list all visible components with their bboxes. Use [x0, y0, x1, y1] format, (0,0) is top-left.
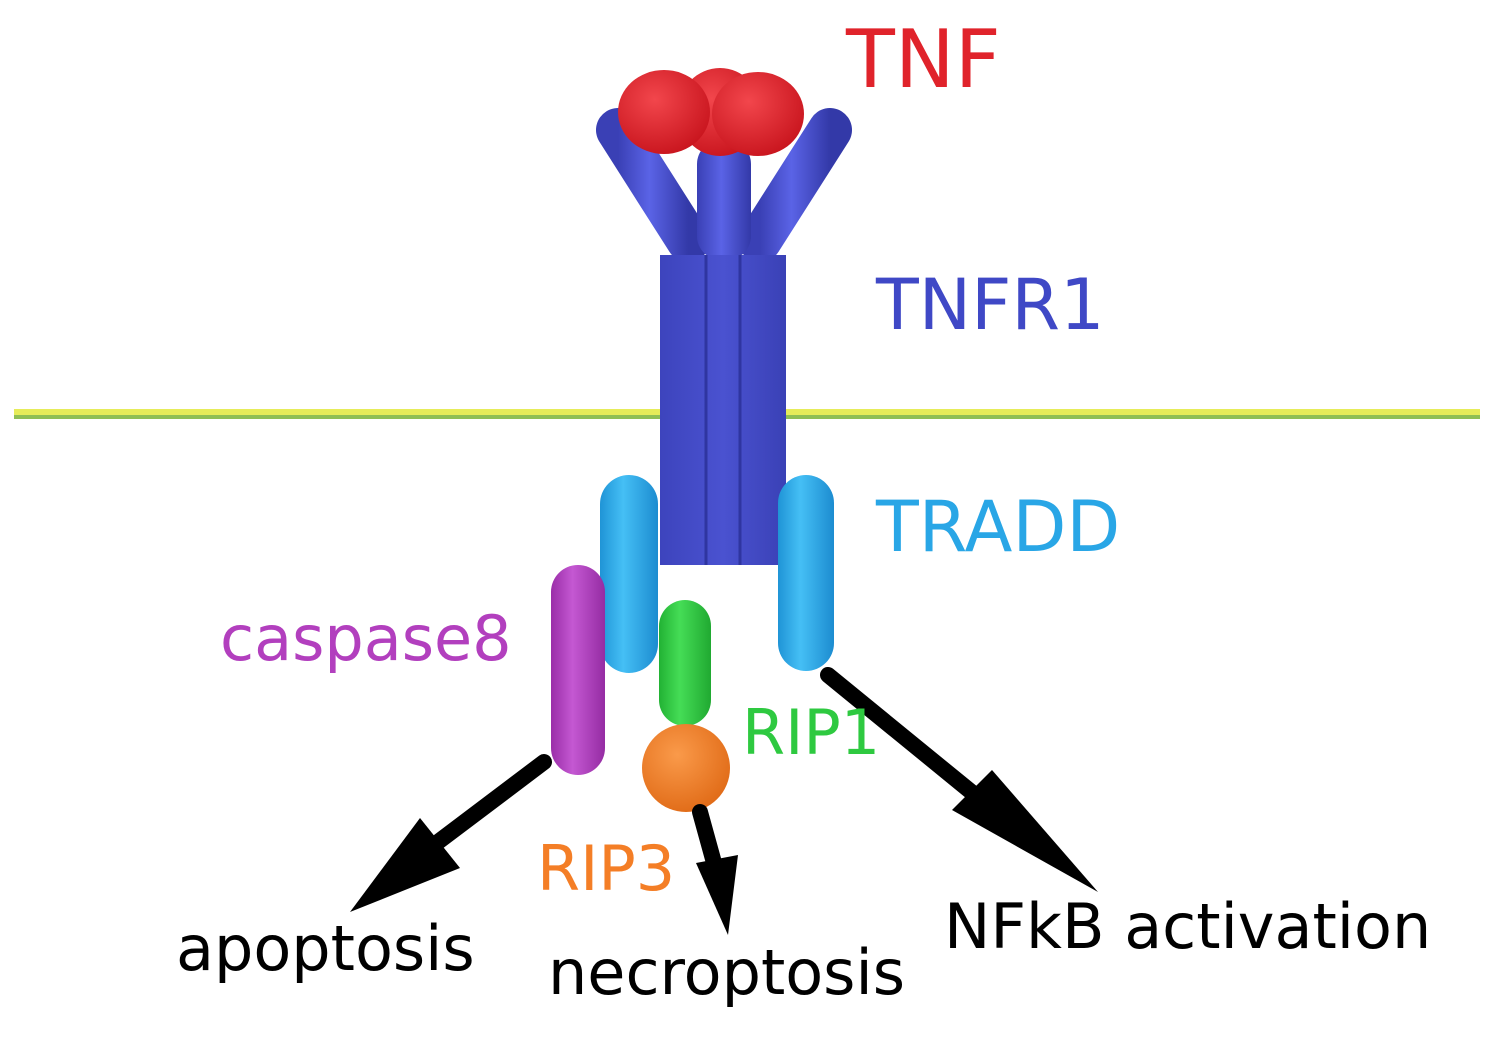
rip3-label: RIP3 [537, 832, 676, 905]
necroptosis-label: necroptosis [548, 936, 906, 1009]
arrow-apoptosis [350, 754, 552, 912]
tnf-label: TNF [846, 13, 1001, 106]
arrow-nfkb-activation [820, 667, 1098, 892]
tnf-ligand [618, 68, 804, 156]
tnfr1-receptor [596, 108, 852, 565]
tradd-right [778, 475, 834, 671]
tnfr1-body [660, 255, 786, 565]
arrow-necroptosis [692, 804, 738, 935]
tnfr1-arm-right [738, 108, 852, 262]
nfkb-activation-label: NFkB activation [944, 890, 1432, 963]
caspase8-protein [551, 565, 605, 775]
tnfr1-arm-left [596, 108, 710, 262]
caspase8-label: caspase8 [220, 602, 512, 675]
rip1-protein [659, 600, 711, 726]
tnfr1-arm-center [697, 140, 751, 260]
tradd-left [600, 475, 658, 673]
tnfr1-label: TNFR1 [876, 264, 1105, 346]
tradd-label: TRADD [876, 486, 1121, 568]
rip3-protein [642, 724, 730, 812]
apoptosis-label: apoptosis [176, 912, 475, 985]
rip1-label: RIP1 [742, 696, 881, 769]
